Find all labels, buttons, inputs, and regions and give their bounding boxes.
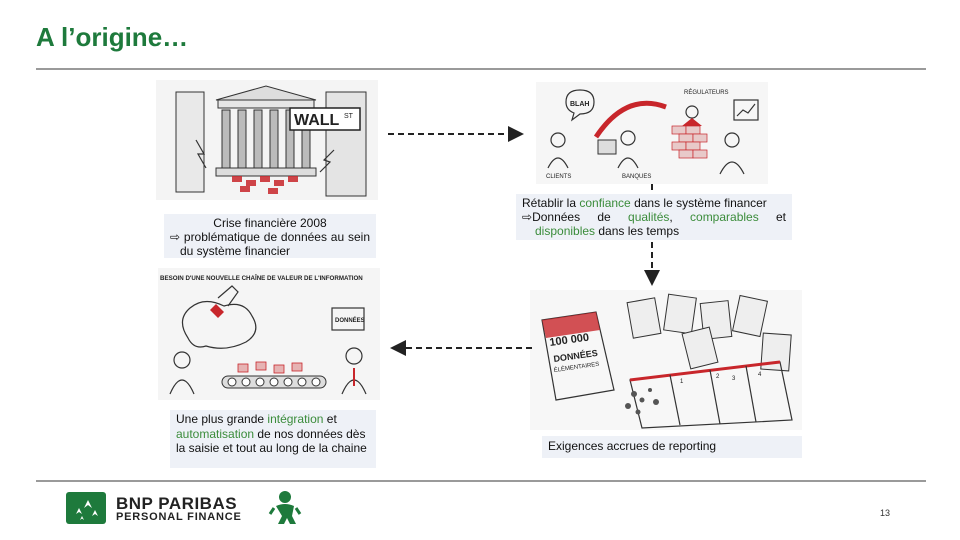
page-number: 13 bbox=[880, 508, 891, 518]
wall-sign-suffix: ST bbox=[344, 113, 354, 120]
mascot-icon bbox=[268, 490, 302, 526]
arrow-icon: ⇨ bbox=[522, 210, 533, 224]
integration-caption-pre: Une plus grande bbox=[176, 412, 268, 426]
integration-caption-automatisation: automatisation bbox=[176, 426, 255, 441]
blah-text: BLAH bbox=[570, 101, 589, 108]
bnp-stars-icon bbox=[66, 492, 106, 524]
integration-caption-integration: intégration bbox=[267, 412, 324, 426]
trust-caption-comparables: comparables bbox=[690, 210, 759, 224]
trust-caption-confiance: confiance bbox=[579, 196, 631, 210]
trust-caption-mid: dans le système financer bbox=[630, 196, 767, 210]
data-book-number: 100 000 bbox=[549, 332, 590, 349]
data-box-label: DONNÉES bbox=[335, 316, 365, 324]
trust-caption-qualites: qualités bbox=[628, 210, 670, 224]
calendar-number: 2 bbox=[716, 374, 720, 380]
wall-sign-text: WALL bbox=[294, 112, 340, 129]
regulators-illustration: BLAH RÉGULATEURS CLIENTS BANQUES bbox=[536, 82, 768, 184]
regulators-label: RÉGULATEURS bbox=[684, 89, 729, 96]
wall-street-illustration: WALL ST bbox=[156, 80, 378, 200]
reporting-illustration: 100 000 DONNÉES ÉLÉMENTAIRES 1 2 3 4 bbox=[530, 290, 802, 430]
banks-label: BANQUES bbox=[622, 174, 651, 180]
integration-caption-mid: et bbox=[323, 412, 337, 426]
clients-label: CLIENTS bbox=[546, 174, 571, 180]
value-chain-banner: BESOIN D'UNE NOUVELLE CHAÎNE DE VALEUR D… bbox=[160, 274, 363, 282]
integration-caption-post: de nos données dès la saisie et tout au … bbox=[176, 426, 367, 456]
crisis-caption: Crise financière 2008 ⇨ problématique de… bbox=[164, 214, 376, 258]
trust-caption-pre: Rétablir la bbox=[522, 196, 580, 210]
trust-caption-sep: , bbox=[669, 210, 691, 224]
footer-divider bbox=[36, 480, 926, 482]
bnp-paribas-logo: BNP PARIBAS PERSONAL FINANCE bbox=[66, 492, 296, 526]
calendar-number: 1 bbox=[680, 379, 684, 385]
brand-line2: PERSONAL FINANCE bbox=[116, 511, 242, 523]
value-chain-illustration: BESOIN D'UNE NOUVELLE CHAÎNE DE VALEUR D… bbox=[158, 268, 380, 400]
arrow-icon: ⇨ bbox=[170, 230, 181, 244]
crisis-caption-line1: Crise financière 2008 bbox=[213, 216, 327, 230]
slide-title: A l’origine… bbox=[36, 22, 189, 52]
reporting-caption: Exigences accrues de reporting bbox=[542, 436, 802, 458]
trust-caption: Rétablir la confiance dans le système fi… bbox=[516, 194, 792, 240]
title-divider bbox=[36, 68, 926, 70]
trust-caption-l2-post: et bbox=[758, 210, 787, 224]
trust-caption-disponibles: disponibles bbox=[535, 224, 596, 238]
brand-line1: BNP PARIBAS bbox=[116, 494, 238, 513]
trust-caption-l3-post: dans les temps bbox=[595, 224, 680, 238]
integration-caption: Une plus grande intégration et automatis… bbox=[170, 410, 376, 468]
crisis-caption-rest: problématique de données au sein du syst… bbox=[180, 230, 370, 258]
trust-caption-l2-pre: Données de bbox=[532, 210, 629, 224]
calendar-number: 4 bbox=[758, 372, 762, 378]
calendar-number: 3 bbox=[732, 376, 736, 382]
